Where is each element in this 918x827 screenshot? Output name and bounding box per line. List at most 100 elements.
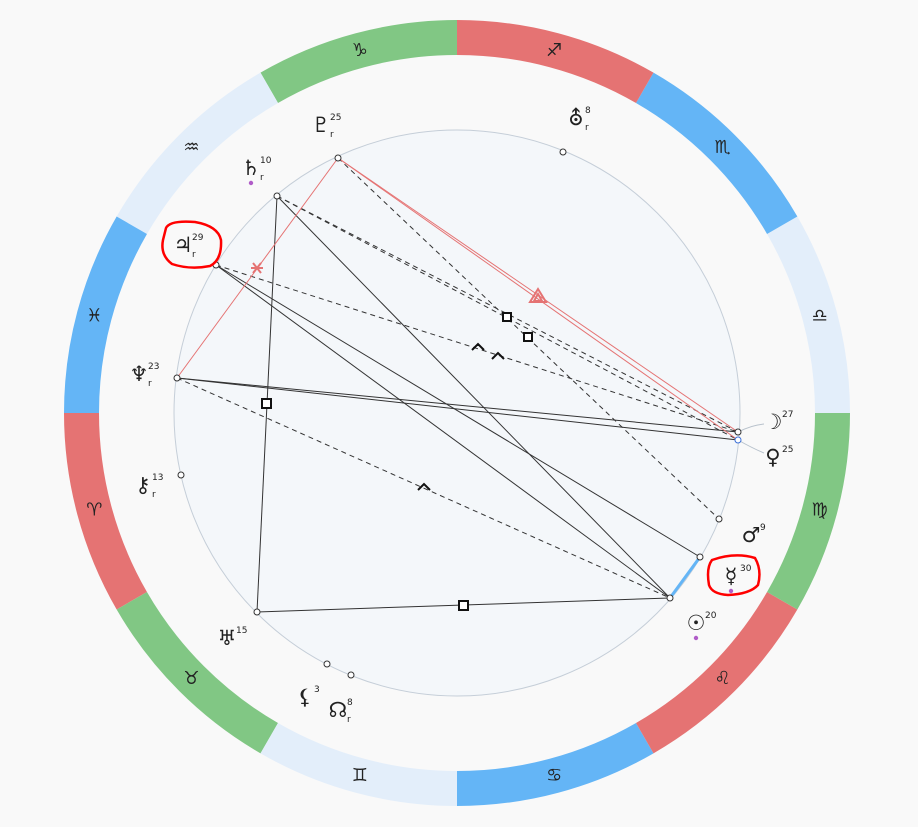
square-aspect-icon [261,398,272,409]
mars-icon: ♂ [742,523,761,547]
venus-degree: 25 [782,445,793,455]
zodiac-sign-icon: ♍ [812,500,828,521]
marker-uranus [253,608,261,616]
zodiac-segment [767,413,850,610]
mercury-icon: ☿ [725,564,738,588]
saturn-retrograde: r [260,173,264,183]
marker-lilith [323,660,331,668]
node-retrograde: r [347,715,351,725]
uranus-north-label[interactable]: ⛢8r [568,106,591,133]
marker-mars [715,515,723,523]
aspect-line [176,377,739,433]
marker-pluto [334,154,342,162]
venus-icon: ♀ [765,445,780,469]
sun-label[interactable]: ☉20 [687,611,717,641]
lilith-icon: ⚸ [297,685,312,709]
zodiac-segment [457,723,654,806]
aspect-symbols [251,262,548,611]
marker-chiron [177,471,185,479]
node-icon: ☊ [329,698,348,722]
semisextile-aspect-icon [417,482,431,491]
lilith-degree: 3 [314,685,320,695]
venus-label[interactable]: ♀25 [765,445,793,469]
marker-venus [734,436,742,444]
trine-aspect-icon [528,287,548,303]
zodiac-sign-icon: ♑ [352,40,368,61]
chiron-degree: 13 [152,473,163,483]
marker-node [347,671,355,679]
jupiter-retrograde: r [192,250,196,260]
sun-icon: ☉ [687,611,706,635]
zodiac-segment [260,723,457,806]
zodiac-ring: ♈♉♊♋♌♍♎♏♐♑♒♓ [64,19,850,806]
zodiac-sign-icon: ♋ [546,765,562,786]
square-aspect-icon [523,332,533,342]
jupiter-icon: ♃ [174,233,193,257]
neptune-label[interactable]: ♆23 r [130,362,160,389]
mercury-label[interactable]: ☿30 [725,564,752,594]
square-aspect-icon [502,312,512,322]
uranus-label[interactable]: ♅15 [218,626,248,650]
uranus-north-retrograde: r [585,123,589,133]
aspect-line [215,264,671,599]
trine-line [337,157,739,441]
neptune-degree: 23 [148,362,159,372]
pluto-label[interactable]: ♇25r [312,113,342,140]
zodiac-segment [64,216,147,413]
zodiac-segment [636,592,798,754]
saturn-dot [248,180,254,186]
node-label[interactable]: ☊8 r [329,698,353,725]
neptune-retrograde: r [148,379,152,389]
semisextile-aspect-icon [491,351,505,360]
zodiac-sign-icon: ♌ [714,668,730,689]
jupiter-highlight-circle [161,220,223,269]
moon-label[interactable]: ☽27 [764,410,794,434]
zodiac-segment [116,592,279,754]
marker-saturn [273,192,281,200]
neptune-icon: ♆ [130,362,149,386]
highlight-marks [161,220,761,597]
lilith-label[interactable]: ⚸3 [297,685,319,709]
sun-dot [693,635,699,641]
mars-label[interactable]: ♂9 [742,523,766,547]
zodiac-segment [457,19,654,103]
marker-sun [666,594,674,602]
zodiac-sign-icon: ♏ [714,137,730,158]
conjunction-line [668,556,702,599]
chiron-icon: ⚷ [135,473,150,497]
sun-degree: 20 [705,611,717,621]
moon-icon: ☽ [764,410,783,434]
node-degree: 8 [347,698,353,708]
zodiac-sign-icon: ♒ [183,137,199,158]
aspect-line-dashed [215,264,739,433]
mercury-highlight-circle [706,554,761,597]
aspect-line [176,377,739,441]
zodiac-segment [260,20,457,103]
zodiac-segment [767,216,850,413]
uranus-north-icon: ⛢ [568,106,583,130]
uranus-icon: ♅ [218,626,237,650]
saturn-degree: 10 [260,156,272,166]
pluto-icon: ♇ [312,113,331,137]
jupiter-label[interactable]: ♃29r [174,233,204,260]
saturn-label[interactable]: ♄10 r [242,156,272,186]
saturn-icon: ♄ [242,156,261,180]
uranus-degree: 15 [236,626,247,636]
chiron-label[interactable]: ⚷13 r [135,473,163,500]
pluto-retrograde: r [330,130,334,140]
sextile-aspect-icon [251,262,263,274]
zodiac-segment [116,72,279,235]
zodiac-sign-icon: ♉ [183,668,199,689]
marker-node-north [559,148,567,156]
mercury-dot [728,588,734,594]
chiron-retrograde: r [152,490,156,500]
inner-circle [173,129,741,697]
zodiac-sign-icon: ♓ [86,305,102,326]
zodiac-segment [64,413,147,610]
aspect-line [215,264,701,558]
square-aspect-icon [458,600,469,611]
zodiac-sign-icon: ♈ [86,500,102,521]
marker-mercury [696,553,704,561]
marker-neptune [173,374,181,382]
marker-moon [734,428,742,436]
